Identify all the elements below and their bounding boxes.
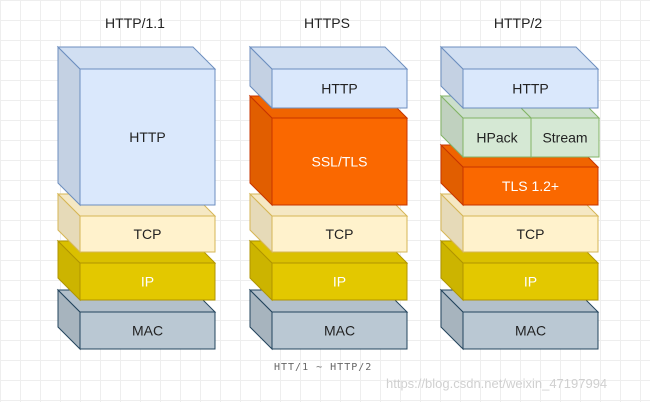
stack-title: HTTP/1.1 [105,15,165,31]
layer-label: TCP [134,226,162,242]
layer-ssl-tls: SSL/TLS [248,94,409,207]
layer-label: Stream [542,130,587,146]
layer-http: HTTP [248,45,409,110]
layer-label: MAC [515,323,546,339]
layer-label: TLS 1.2+ [502,178,559,194]
layer-label: IP [141,274,154,290]
layer-label: IP [333,274,346,290]
stack-https: HTTPS MAC IP TCP SSL/TLS HTTP [248,15,409,351]
layer-label: MAC [324,323,355,339]
layer-label: TCP [517,226,545,242]
layer-label: IP [524,274,537,290]
layer-label: HTTP [512,81,549,97]
layer-label: SSL/TLS [311,154,367,170]
layer-http: HTTP [56,45,217,207]
layer-label: HTTP [129,129,166,145]
stack-title: HTTPS [304,15,350,31]
layer-label: HTTP [321,81,358,97]
layer-label: HPack [476,130,518,146]
diagram-caption: HTT/1 ~ HTTP/2 [274,362,373,373]
layer-http: HTTP [439,45,600,110]
layer-label: MAC [132,323,163,339]
stack-title: HTTP/2 [494,15,542,31]
layer-label: TCP [326,226,354,242]
watermark: https://blog.csdn.net/weixin_47197994 [386,376,608,391]
